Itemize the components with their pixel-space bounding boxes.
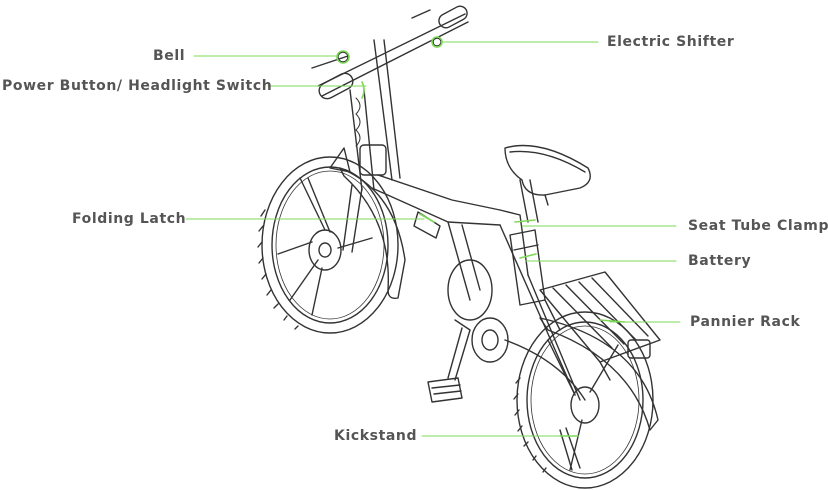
front-wheel <box>257 156 399 334</box>
rear-fender <box>539 317 659 431</box>
kickstand-leg <box>559 427 581 471</box>
folding-latch-label: Folding Latch <box>72 211 187 227</box>
battery-seam <box>513 244 539 251</box>
electric-shifter-label: Electric Shifter <box>607 34 735 50</box>
seat-tube-clamp-label: Seat Tube Clamp <box>688 218 828 234</box>
seat-clamp-highlight <box>514 219 536 223</box>
pannier-rack-label: Pannier Rack <box>690 314 801 330</box>
rear-stays <box>499 224 581 401</box>
power-button-label: Power Button/ Headlight Switch <box>2 78 273 94</box>
kickstand-label: Kickstand <box>334 428 418 444</box>
folding-latch-highlight <box>419 213 435 223</box>
handlebar <box>311 5 469 100</box>
drivetrain <box>427 317 586 403</box>
power-button-highlight <box>361 81 365 99</box>
main-frame <box>371 174 529 321</box>
bell-label: Bell <box>153 48 186 64</box>
bell-highlight <box>336 50 350 64</box>
pannier-rack <box>539 271 661 381</box>
battery-highlight <box>519 253 537 259</box>
front-fork <box>342 184 363 253</box>
seat-assembly <box>504 144 591 223</box>
battery-label: Battery <box>688 253 752 269</box>
rear-wheel <box>513 311 654 489</box>
front-fender <box>339 167 406 300</box>
